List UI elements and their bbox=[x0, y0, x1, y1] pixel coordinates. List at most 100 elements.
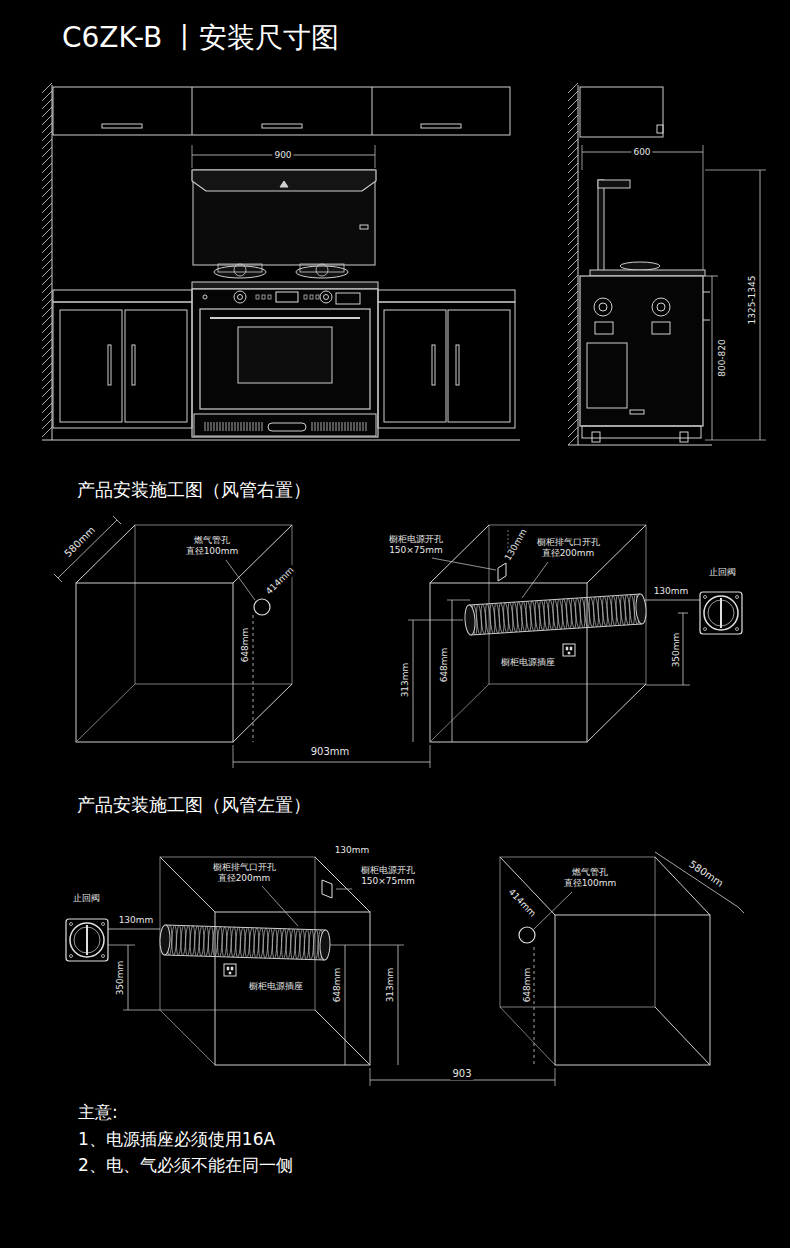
floor-line bbox=[42, 440, 520, 441]
wall-hatch bbox=[42, 315, 52, 325]
wall-hatch bbox=[568, 331, 578, 341]
vent-slit bbox=[354, 422, 355, 431]
wall-hatch bbox=[568, 323, 578, 333]
dimension-label: 648mm bbox=[240, 626, 251, 665]
wall-hatch bbox=[568, 123, 578, 133]
cabinet-edge bbox=[500, 1007, 555, 1065]
wall-hatch bbox=[568, 83, 578, 93]
dimension-label: 648mm bbox=[439, 646, 450, 685]
wall-hatch bbox=[568, 131, 578, 141]
dimension-line bbox=[655, 852, 738, 907]
wall-hatch bbox=[42, 179, 52, 189]
drawer-handle bbox=[268, 423, 306, 431]
knob bbox=[652, 298, 670, 316]
dimension-line bbox=[128, 945, 129, 1010]
wall-hatch bbox=[568, 211, 578, 221]
wall-hatch bbox=[568, 235, 578, 245]
wall-hatch bbox=[568, 403, 578, 413]
callout-label: 燃气管孔 直径100mm bbox=[184, 535, 241, 557]
dimension-line bbox=[233, 762, 430, 763]
wall-hatch bbox=[568, 379, 578, 389]
bracket bbox=[703, 320, 710, 321]
wall-hatch bbox=[568, 171, 578, 181]
handle bbox=[456, 345, 459, 385]
logo bbox=[280, 181, 288, 187]
leader-line bbox=[262, 886, 298, 926]
callout-label: 橱柜电源开孔 150×75mm bbox=[359, 865, 417, 887]
knob bbox=[320, 291, 332, 303]
indicator bbox=[203, 295, 207, 299]
dimension-line bbox=[645, 600, 700, 601]
dimension-label: 313mm bbox=[400, 661, 411, 700]
wall-hatch bbox=[568, 387, 578, 397]
dimension-label: 600 bbox=[631, 147, 652, 158]
duct-rib bbox=[194, 926, 199, 956]
vent-slit bbox=[217, 422, 218, 431]
extension-line bbox=[408, 620, 463, 621]
duct-rib bbox=[235, 927, 240, 957]
dimension-label: 橱柜电源插座 bbox=[499, 657, 557, 668]
vent-slit bbox=[244, 422, 245, 431]
dimension-line bbox=[58, 520, 117, 578]
wall-hatch bbox=[568, 163, 578, 173]
wall-hatch bbox=[568, 347, 578, 357]
vent-slit bbox=[321, 422, 322, 431]
duct-rib bbox=[295, 929, 300, 959]
oven-window bbox=[238, 327, 332, 383]
wall-hatch bbox=[568, 259, 578, 269]
oven-door bbox=[200, 309, 370, 409]
dimension-tick bbox=[54, 574, 62, 582]
vent-slit bbox=[220, 422, 221, 431]
wall-hatch bbox=[42, 331, 52, 341]
cabinet-edge bbox=[76, 684, 135, 742]
duct-rib bbox=[240, 927, 245, 957]
wall-hatch bbox=[42, 267, 52, 277]
wall-hatch bbox=[42, 395, 52, 405]
dimension-label: 130mm bbox=[117, 915, 156, 926]
callout-label: 橱柜排气口开孔 直径200mm bbox=[211, 862, 278, 884]
vent-slit bbox=[235, 422, 236, 431]
button bbox=[268, 295, 271, 299]
wall-hatch bbox=[42, 123, 52, 133]
duct-rib bbox=[217, 927, 222, 957]
vent-slit bbox=[232, 422, 233, 431]
dimension-tick bbox=[738, 907, 744, 913]
dimension-line bbox=[108, 929, 160, 930]
handle bbox=[102, 124, 142, 128]
button bbox=[310, 295, 313, 299]
vent-slit bbox=[214, 422, 215, 431]
oven-handle bbox=[210, 317, 360, 319]
cabinet-door bbox=[125, 310, 187, 422]
callout-label: 橱柜排气口开孔 直径200mm bbox=[535, 537, 602, 559]
foot bbox=[680, 432, 688, 442]
socket-icon bbox=[224, 964, 236, 976]
dimension-line bbox=[760, 170, 761, 440]
bolt-hole bbox=[704, 596, 707, 599]
cabinet-back bbox=[489, 525, 646, 684]
heading-text: 1、电源插座必须使用16A bbox=[76, 1129, 277, 1149]
duct-rib bbox=[290, 929, 295, 959]
socket-pin bbox=[570, 647, 572, 650]
cabinet-door bbox=[448, 310, 510, 422]
wall-hatch bbox=[42, 307, 52, 317]
wall-hatch bbox=[568, 115, 578, 125]
duct-rib bbox=[313, 930, 318, 960]
wall-hatch bbox=[42, 339, 52, 349]
handle bbox=[108, 345, 111, 385]
knob bbox=[599, 303, 607, 311]
hood bbox=[192, 170, 376, 191]
handle bbox=[262, 124, 302, 128]
foot bbox=[592, 432, 600, 442]
duct-rib bbox=[277, 929, 282, 959]
wall-hatch bbox=[42, 147, 52, 157]
wall-hatch bbox=[42, 227, 52, 237]
duct-rib bbox=[213, 927, 218, 957]
bolt-hole bbox=[70, 923, 73, 926]
wall-hatch bbox=[42, 387, 52, 397]
dimension-tick bbox=[113, 516, 121, 524]
vent-slit bbox=[223, 422, 224, 431]
duct-rib bbox=[258, 928, 263, 958]
cooktop bbox=[590, 270, 705, 276]
wall-line bbox=[52, 85, 53, 440]
dimension-label: 130mm bbox=[502, 526, 531, 565]
